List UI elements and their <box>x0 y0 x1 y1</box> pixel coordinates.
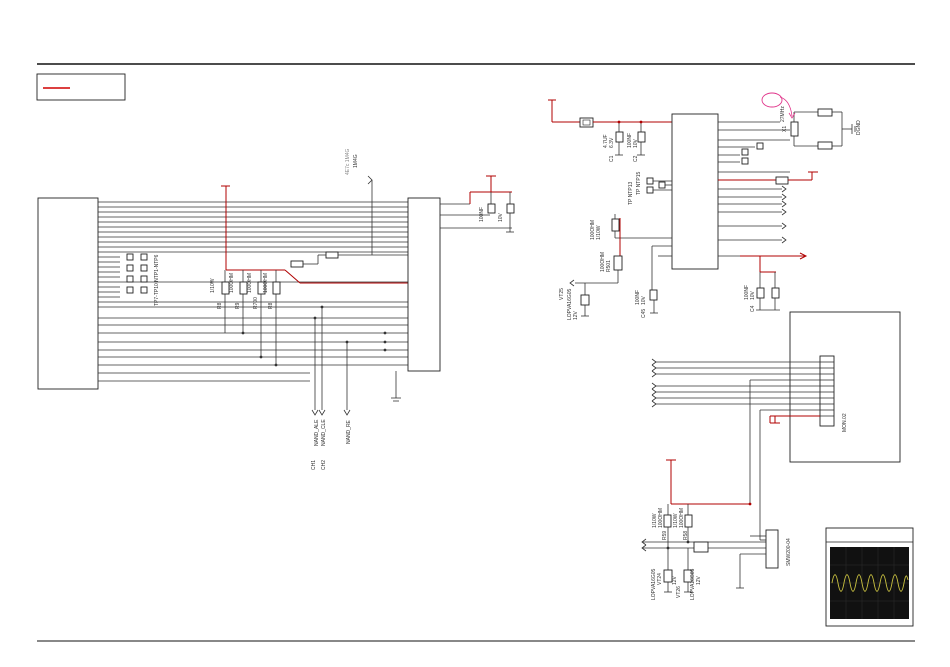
scope-trace <box>831 574 909 592</box>
net-ee-label: 4E7c 1M4G <box>345 148 351 175</box>
c2-label: C2 <box>633 155 639 162</box>
test-point-group-left: TP7-TP10 NTP1-NTP6 <box>126 253 160 306</box>
resistor-array: R8 R9 R700 R8 1/10W 100OHM 100OHM 100OHM <box>210 270 281 365</box>
legend-box <box>36 73 126 101</box>
red-supply-left-ic: 100NF 10V <box>469 175 515 233</box>
tp-near-ic: TP NTP13 TP NTP15 <box>628 172 672 205</box>
oscilloscope-inset <box>825 527 914 627</box>
ch1-label: CH1 <box>311 460 317 470</box>
res-100ohm-label-c: 100OHM <box>658 508 664 528</box>
res-100ohm-label-a: 100OHM <box>590 220 596 240</box>
cap-100nf-label-a: 100NF <box>479 207 485 222</box>
left-connector-block <box>37 197 99 390</box>
lopva-label-b: LOPVA16G05 <box>651 568 657 600</box>
nand-cle-label: NAND_CLE <box>321 419 327 446</box>
ic-support-parts: 100OHM 1/10W 100OHM R501 VT25 LOPVA16G05… <box>559 214 672 320</box>
cap-10v-label-d: 10V <box>750 290 756 300</box>
c1-label: C1 <box>609 155 615 162</box>
r501-label: R501 <box>606 260 612 272</box>
nand-re-label: NAND_RE <box>346 419 352 444</box>
vt26-label: VT26 <box>676 586 682 598</box>
nand-ale-label: NAND_ALE <box>314 419 320 446</box>
main-ic-right <box>671 113 800 270</box>
red-highlight-net-left <box>221 185 408 284</box>
smw-connector: SMW200-04 <box>736 529 792 589</box>
ch2-label: CH2 <box>321 460 327 470</box>
r700-label: R700 <box>253 297 259 309</box>
r58-label: R58 <box>683 531 689 540</box>
dgnd-label: DGND <box>856 120 862 135</box>
cap-10v-label-c: 10V <box>641 295 647 305</box>
c4-label: C4 <box>750 305 756 312</box>
cap-100nf-label-d: 100NF <box>744 285 750 300</box>
smw-label: SMW200-04 <box>786 538 792 566</box>
caps-right-lower: 100NF 10V C4 <box>744 272 780 312</box>
cap-100nf-label-b: 100NF <box>627 133 633 148</box>
lopva-label-a: LOPVA16G05 <box>567 288 573 320</box>
cap-10v-label-a: 10V <box>498 212 504 222</box>
cap-4u7-label: 4.7UF <box>603 134 609 148</box>
res-1-10w-label-b: 1/10W <box>652 513 658 528</box>
nand-ic <box>391 197 512 402</box>
tp-list-label: TP7-TP10 NTP1-NTP6 <box>154 254 160 306</box>
series-resistors: 4E7c 1M4G 1M4G <box>290 148 408 268</box>
lopva-label-c: LOPVA16G05 <box>690 568 696 600</box>
res-100ohm-label-d: 100OHM <box>679 508 685 528</box>
vt25-label: VT25 <box>559 288 565 300</box>
bus-wires <box>98 201 408 382</box>
net-1m4g-label: 1M4G <box>353 154 359 168</box>
xtal-freq-label: 27MHz <box>780 106 786 122</box>
cap-100nf-label-c: 100NF <box>635 290 641 305</box>
r59-label: R59 <box>662 531 668 540</box>
nand-nets: NAND_ALE NAND_CLE NAND_RE <box>241 305 387 446</box>
res-100ohm-label-b: 100OHM <box>600 252 606 272</box>
bottom-circuit: 1/10W 100OHM R59 1/10W 100OHM R58 LOPVA1… <box>641 459 766 600</box>
monitor-wires <box>651 358 820 540</box>
tp-ntp13-label: TP NTP13 <box>628 182 634 205</box>
cap-10v-label-b: 10V <box>633 138 639 148</box>
v12-label-a: 12V <box>573 310 579 320</box>
red-net-right-ic <box>718 171 818 273</box>
tp-ntp15-label: TP NTP15 <box>636 172 642 195</box>
r9-label: R9 <box>235 302 241 309</box>
v12-label-b: 12V <box>672 575 678 585</box>
monitor-module: MON.02 <box>789 311 901 463</box>
x1-label: X1 <box>782 126 788 132</box>
marker-ellipse <box>761 92 783 108</box>
res-1-10w-label-a: 1/10W <box>596 225 602 240</box>
r-mid-value-label: 100OHM <box>229 273 235 293</box>
v12-label-c: 12V <box>696 575 702 585</box>
r8-label: R8 <box>217 302 223 309</box>
r8b-label: R8 <box>268 302 274 309</box>
mon-label: MON.02 <box>842 413 848 432</box>
cap-6v3-label: 6.3V <box>609 137 615 148</box>
c45-label: C45 <box>641 309 647 318</box>
r-mid2-value-label: 100OHM <box>247 273 253 293</box>
red-input-net: 4.7UF 6.3V C1 100NF 10V C2 <box>548 99 672 162</box>
crystal-x1: X1 27MHz DGND <box>761 92 862 150</box>
res-1-10w-label-c: 1/10W <box>673 513 679 528</box>
vt24-label: VT24 <box>657 573 663 585</box>
r-right-value-label: 100OHM <box>263 273 269 293</box>
r-left-value-label: 1/10W <box>210 278 216 293</box>
